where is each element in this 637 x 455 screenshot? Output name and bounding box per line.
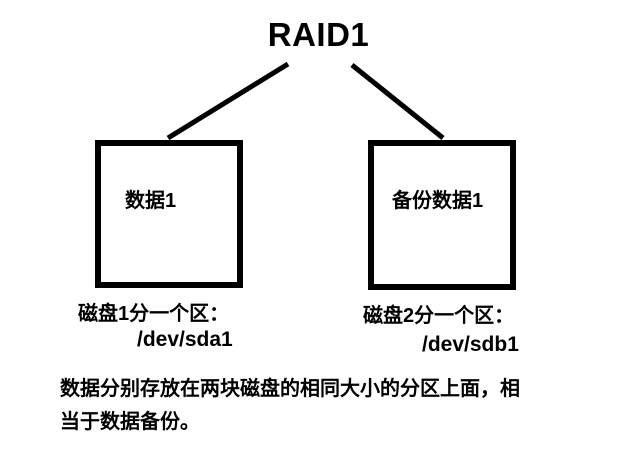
connector-line-left: [166, 61, 290, 141]
disk2-partition-caption: 磁盘2分一个区：: [363, 305, 515, 327]
disk1-partition-caption: 磁盘1分一个区：: [78, 303, 230, 325]
disk1-partition-box: 数据1: [95, 140, 243, 288]
disk2-partition-box: 备份数据1: [368, 140, 516, 290]
disk2-device-path: /dev/sdb1: [422, 333, 519, 356]
disk1-data-label: 数据1: [125, 190, 177, 212]
disk2-backup-data-label: 备份数据1: [392, 190, 484, 212]
description-line-1: 数据分别存放在两块磁盘的相同大小的分区上面，相: [60, 378, 520, 400]
disk1-device-path: /dev/sda1: [137, 328, 233, 351]
diagram-title: RAID1: [267, 16, 370, 53]
connector-line-right: [350, 63, 445, 140]
description-text: 数据分别存放在两块磁盘的相同大小的分区上面，相 当于数据备份。: [60, 373, 520, 439]
description-line-2: 当于数据备份。: [60, 411, 200, 433]
